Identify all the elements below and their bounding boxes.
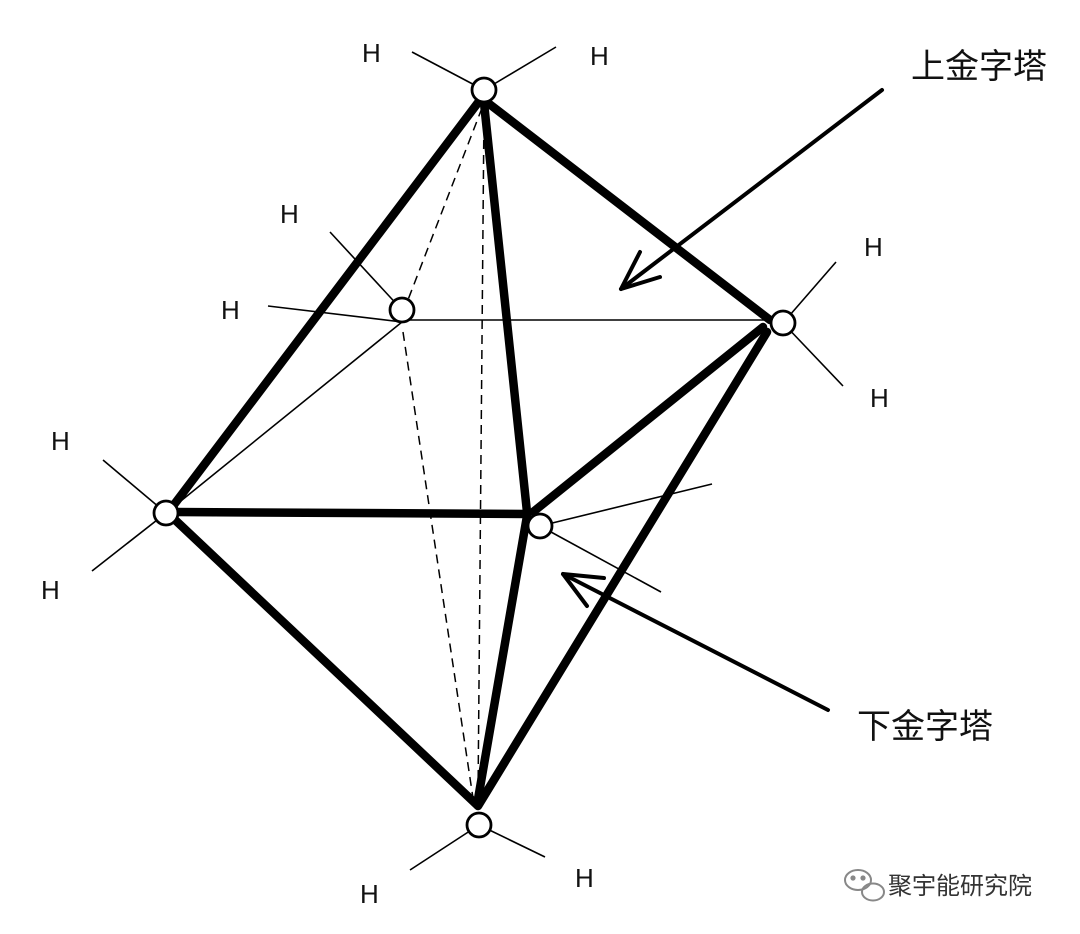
upper-pyramid-label: 上金字塔 [911, 47, 1047, 87]
callout-arrows [561, 88, 884, 712]
h-label-left-upper: H [51, 426, 70, 456]
edge-left-front [170, 507, 532, 519]
edge-top-front [479, 98, 532, 517]
h-bond-left-lower [91, 512, 167, 572]
back-edges [165, 319, 783, 514]
h-label-bottom-left: H [360, 879, 379, 909]
edge-back-left [165, 321, 403, 514]
h-bond-back-lower [267, 305, 403, 323]
h-label-right-lower: H [870, 383, 889, 413]
edge-right-front [528, 322, 768, 517]
bold-edges [165, 95, 775, 811]
h-label-top-left: H [362, 38, 381, 68]
lower-arrow-head [561, 572, 606, 608]
node-front [526, 512, 554, 540]
edge-top-left [165, 95, 485, 515]
h-label-back-lower: H [221, 295, 240, 325]
h-bond-front-lower [539, 525, 662, 593]
h-bond-left-upper [102, 459, 167, 514]
h-bond-bottom-left [409, 824, 480, 871]
dashed-edges [402, 107, 485, 799]
upper-arrow-shaft [619, 88, 884, 291]
h-bond-right-lower [782, 322, 844, 387]
vertex-nodes [152, 76, 797, 839]
h-label-top-right: H [590, 41, 609, 71]
h-label-right-upper: H [864, 232, 883, 262]
node-left [152, 499, 180, 527]
h-label-bottom-right: H [575, 863, 594, 893]
node-bottom [465, 811, 493, 839]
dashed-top-bottom [477, 109, 485, 799]
h-bond-back-upper [329, 231, 403, 311]
edge-left-bottom [167, 512, 481, 809]
watermark-text: 聚宇能研究院 [888, 872, 1032, 900]
h-bond-top-right [483, 46, 557, 91]
edge-right-bottom [473, 327, 772, 811]
lower-arrow-shaft [561, 572, 830, 712]
dashed-back-bottom [402, 331, 474, 799]
upper-arrow-head [619, 250, 662, 291]
h-bond-right-upper [782, 261, 837, 324]
edge-front-bottom [472, 511, 532, 810]
h-bond-top-left [411, 51, 485, 91]
h-label-back-upper: H [280, 199, 299, 229]
watermark: 聚宇能研究院 [844, 869, 1032, 902]
edge-top-right [483, 98, 775, 325]
node-right [769, 309, 797, 337]
h-label-left-lower: H [41, 575, 60, 605]
lower-pyramid-label: 下金字塔 [857, 707, 993, 747]
hydrogen-labels: H H H H H H H H H H [41, 38, 889, 909]
dashed-top-back [405, 107, 483, 306]
node-top [470, 76, 498, 104]
wechat-icon [844, 869, 885, 902]
h-bond-front-upper [539, 483, 713, 527]
node-back [388, 296, 416, 324]
